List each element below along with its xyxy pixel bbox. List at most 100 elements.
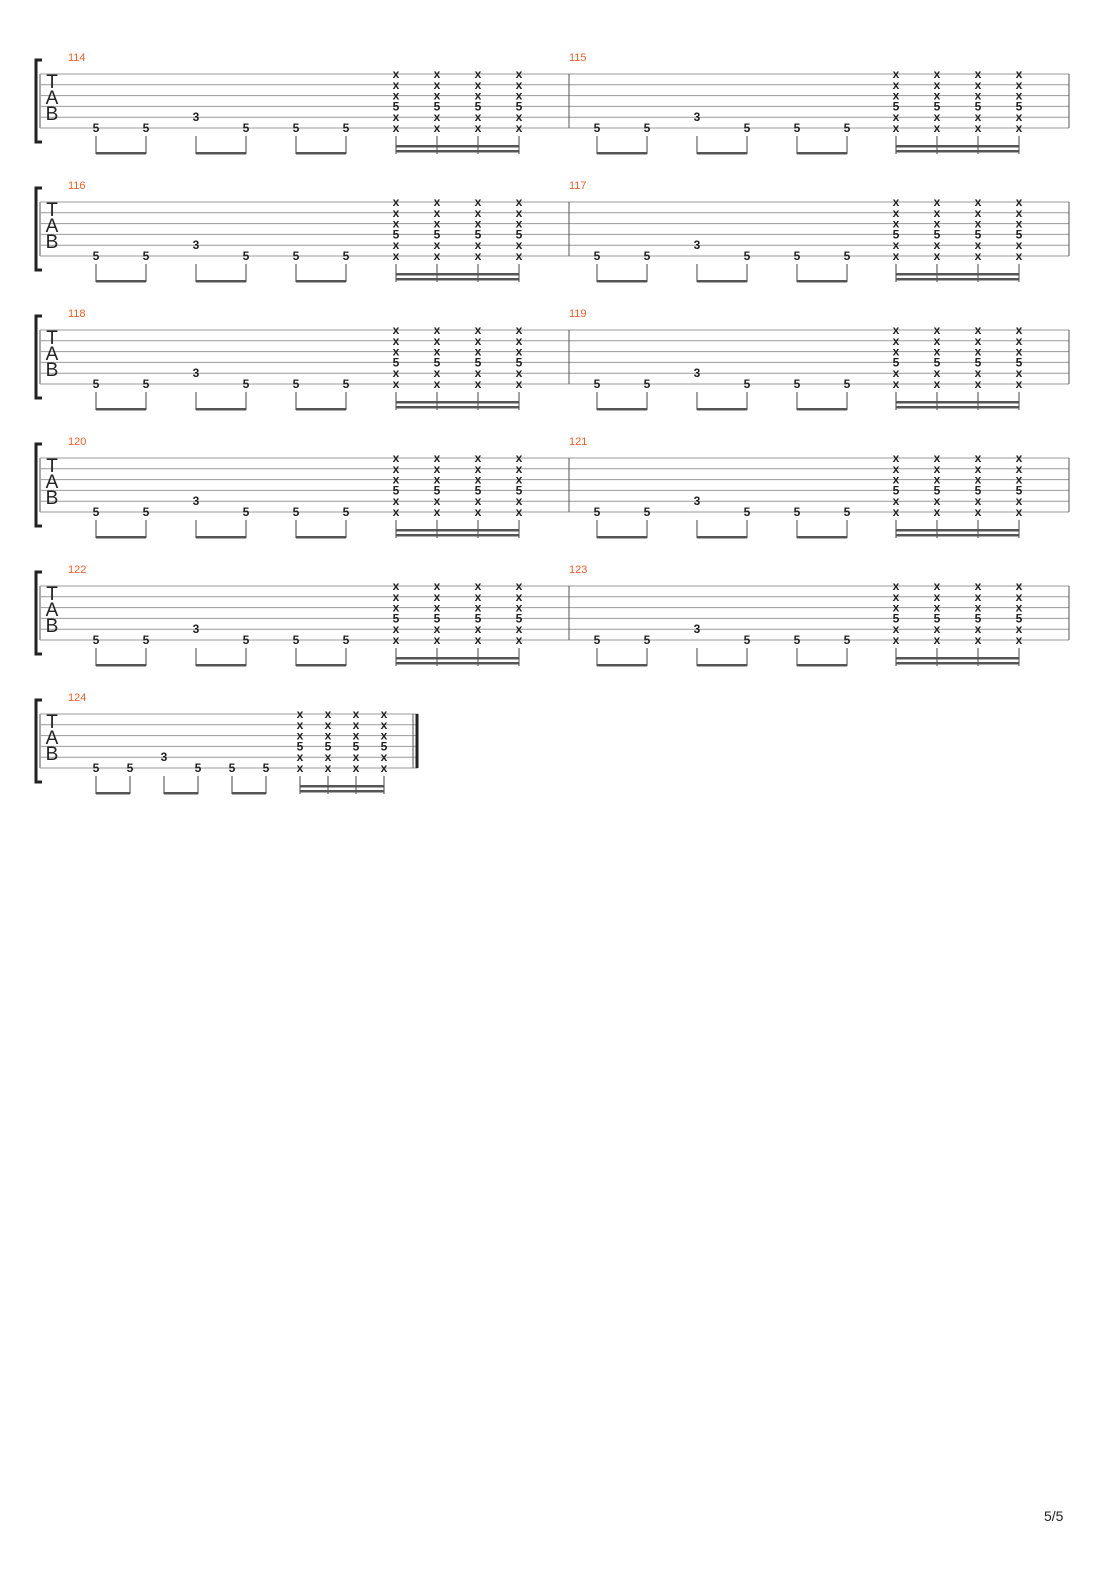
dead-note: x — [934, 110, 941, 124]
dead-note: x — [516, 494, 523, 508]
fret-number: 5 — [644, 633, 651, 647]
fret-number: 5 — [1016, 355, 1023, 369]
dead-note: x — [1016, 89, 1023, 103]
fret-number: 5 — [975, 227, 982, 241]
dead-note: x — [434, 78, 441, 92]
dead-note: x — [434, 505, 441, 519]
dead-note: x — [434, 334, 441, 348]
system-bracket — [34, 58, 42, 144]
eighth-beam — [597, 152, 647, 155]
dead-note: x — [934, 238, 941, 252]
dead-note: x — [353, 761, 360, 775]
fret-number: 5 — [393, 611, 400, 625]
tab-clef-letter: A — [46, 472, 59, 493]
fret-number: 3 — [193, 110, 200, 124]
dead-note: x — [393, 323, 400, 337]
eighth-beam — [196, 280, 246, 283]
fret-number: 5 — [343, 121, 350, 135]
fret-number: 5 — [263, 761, 270, 775]
dead-note: x — [297, 718, 304, 732]
fret-number: 5 — [934, 611, 941, 625]
dead-note: x — [1016, 473, 1023, 487]
dead-note: x — [893, 590, 900, 604]
dead-note: x — [353, 707, 360, 721]
sixteenth-beam — [896, 278, 1019, 281]
eighth-beam — [697, 280, 747, 283]
fret-number: 5 — [143, 633, 150, 647]
fret-number: 5 — [844, 121, 851, 135]
sixteenth-beam — [396, 534, 519, 537]
dead-note: x — [516, 238, 523, 252]
dead-note: x — [516, 473, 523, 487]
sixteenth-beam — [896, 534, 1019, 537]
dead-note: x — [434, 121, 441, 135]
fret-number: 5 — [93, 761, 100, 775]
fret-number: 5 — [644, 121, 651, 135]
dead-note: x — [393, 121, 400, 135]
fret-number: 5 — [516, 483, 523, 497]
fret-number: 5 — [893, 611, 900, 625]
fret-number: 5 — [975, 611, 982, 625]
dead-note: x — [353, 729, 360, 743]
dead-note: x — [893, 462, 900, 476]
fret-number: 5 — [434, 611, 441, 625]
dead-note: x — [934, 121, 941, 135]
eighth-beam — [96, 792, 130, 795]
dead-note: x — [893, 195, 900, 209]
dead-note: x — [434, 238, 441, 252]
tab-clef-letter: T — [46, 456, 58, 477]
dead-note: x — [893, 249, 900, 263]
eighth-beam — [797, 152, 847, 155]
fret-number: 5 — [744, 249, 751, 263]
dead-note: x — [975, 462, 982, 476]
fret-number: 5 — [293, 377, 300, 391]
dead-note: x — [475, 345, 482, 359]
sixteenth-beam — [300, 785, 384, 788]
dead-note: x — [975, 249, 982, 263]
dead-note: x — [893, 633, 900, 647]
dead-note: x — [475, 494, 482, 508]
dead-note: x — [434, 195, 441, 209]
eighth-beam — [296, 152, 346, 155]
dead-note: x — [975, 334, 982, 348]
system-bracket — [34, 442, 42, 528]
dead-note: x — [893, 366, 900, 380]
fret-number: 5 — [516, 227, 523, 241]
fret-number: 3 — [694, 494, 701, 508]
dead-note: x — [893, 110, 900, 124]
fret-number: 5 — [1016, 611, 1023, 625]
dead-note: x — [475, 473, 482, 487]
dead-note: x — [893, 206, 900, 220]
fret-number: 5 — [644, 377, 651, 391]
dead-note: x — [393, 601, 400, 615]
fret-number: 5 — [343, 633, 350, 647]
dead-note: x — [475, 462, 482, 476]
measure-number: 122 — [68, 564, 86, 576]
dead-note: x — [516, 249, 523, 263]
dead-note: x — [475, 206, 482, 220]
sixteenth-beam — [896, 273, 1019, 276]
fret-number: 5 — [93, 633, 100, 647]
fret-number: 3 — [193, 494, 200, 508]
measure-number: 124 — [68, 692, 86, 704]
dead-note: x — [893, 505, 900, 519]
fret-number: 5 — [794, 121, 801, 135]
dead-note: x — [934, 473, 941, 487]
sixteenth-beam — [396, 657, 519, 660]
dead-note: x — [325, 718, 332, 732]
tab-clef-letter: B — [46, 488, 59, 509]
fret-number: 5 — [934, 227, 941, 241]
dead-note: x — [975, 110, 982, 124]
dead-note: x — [297, 707, 304, 721]
sixteenth-beam — [396, 406, 519, 409]
dead-note: x — [434, 217, 441, 231]
dead-note: x — [1016, 366, 1023, 380]
eighth-beam — [196, 536, 246, 539]
dead-note: x — [393, 622, 400, 636]
measure-number: 120 — [68, 436, 86, 448]
dead-note: x — [434, 249, 441, 263]
eighth-beam — [697, 408, 747, 411]
fret-number: 5 — [143, 249, 150, 263]
fret-number: 5 — [475, 227, 482, 241]
dead-note: x — [297, 729, 304, 743]
